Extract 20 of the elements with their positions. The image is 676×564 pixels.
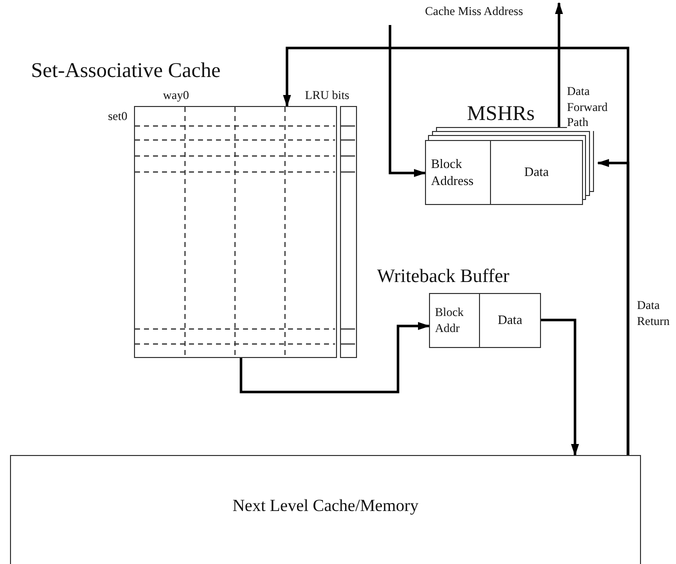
field-label: Block Address <box>431 156 475 190</box>
buffer-title: Writeback Buffer <box>377 267 510 288</box>
field-label: Data <box>524 164 549 181</box>
field-label: Data <box>498 312 522 329</box>
arrow <box>555 2 563 127</box>
memory-box <box>10 455 641 564</box>
entry-field <box>479 293 541 348</box>
arrow <box>597 159 630 455</box>
arrow <box>388 25 426 177</box>
field-label: Block Addr <box>435 304 465 336</box>
cache-title: Set-Associative Cache <box>31 59 221 82</box>
entry-field <box>490 140 583 205</box>
entry-field <box>429 293 480 348</box>
entry-field <box>425 140 491 205</box>
mshr-title: MSHRs <box>467 102 535 126</box>
memory-label: Next Level Cache/Memory <box>232 496 418 516</box>
column-label: LRU bits <box>305 89 350 102</box>
column-label: way0 <box>163 88 189 104</box>
arrow <box>541 318 579 456</box>
arrow <box>240 322 430 394</box>
